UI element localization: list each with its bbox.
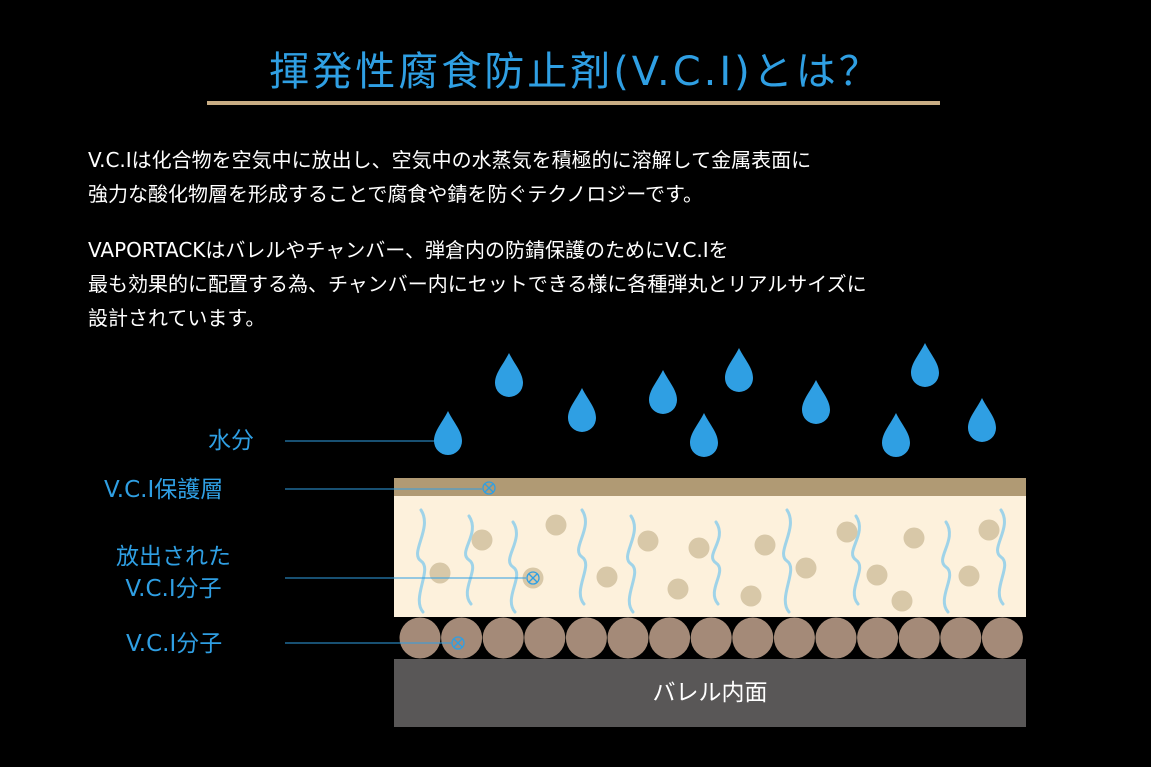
vci-molecule [607,617,649,659]
released-vci-molecule [471,529,493,551]
barrel-inner-surface [394,659,1026,727]
vapor-wave [464,514,475,606]
vapor-wave [851,514,862,606]
water-drop-icon [690,413,718,457]
vapor-wave [941,520,952,614]
paragraph-2-line-2: 最も効果的に配置する為、チャンバー内にセットできる様に各種弾丸とリアルサイズに [88,272,867,296]
description-paragraph-1: V.C.Iは化合物を空気中に放出し、空気中の水蒸気を積極的に溶解して金属表面に … [88,143,811,211]
released-vci-molecule [903,527,925,549]
released-vci-molecule [740,585,762,607]
released-vci-molecule [754,534,776,556]
vapor-wave [626,514,637,614]
released-vci-molecule [596,566,618,588]
vci-molecule [773,617,815,659]
water-drop-icon [495,353,523,397]
paragraph-2-line-3: 設計されています。 [88,306,266,330]
vci-molecule [690,617,732,659]
label-released-line-2: V.C.I分子 [125,576,222,602]
target-marker-molecule [451,636,465,650]
water-drop-icon [911,343,939,387]
vapor-wave [782,508,793,614]
released-vci-molecule [429,562,451,584]
vapor-wave [416,508,427,614]
paragraph-2-line-1: VAPORTACKはバレルやチャンバー、弾倉内の防錆保護のためにV.C.Iを [88,238,729,262]
released-vci-molecule [866,564,888,586]
label-water: 水分 [208,428,254,454]
target-marker-released [526,571,540,585]
water-drop-icon [725,348,753,392]
released-vci-molecule [545,514,567,536]
water-drop-icon [881,413,911,458]
vapor-waves [416,508,1007,614]
water-drops [434,343,996,458]
released-vci-molecule [958,565,980,587]
vci-molecule [940,617,982,659]
released-vci-molecule [795,557,817,579]
vci-molecule [524,617,566,659]
label-released-vci: 放出された V.C.I分子 [116,541,231,605]
vci-molecule [898,617,940,659]
vci-molecule [815,617,857,659]
released-vci-molecule [891,590,913,612]
paragraph-1-line-1: V.C.Iは化合物を空気中に放出し、空気中の水蒸気を積極的に溶解して金属表面に [88,148,812,172]
vci-molecule-row [399,617,1023,659]
title-underline [207,101,940,105]
label-released-line-1: 放出された [116,544,231,570]
label-vci-molecule: V.C.I分子 [126,631,223,657]
released-vci-molecule [688,537,710,559]
barrel-surface-label: バレル内面 [652,680,768,706]
water-drop-icon [968,398,996,442]
released-vci-molecule [667,578,689,600]
vapor-zone [394,496,1026,617]
vci-molecule [732,617,774,659]
vapor-wave [996,508,1007,606]
vci-protective-layer [394,478,1026,496]
released-vci-molecule [836,521,858,543]
vapor-wave [508,520,519,614]
vapor-wave [577,508,588,606]
label-vci-layer: V.C.I保護層 [104,477,224,503]
water-drop-icon [434,411,463,456]
water-drop-icon [568,388,596,432]
released-vci-molecule [637,530,659,552]
vci-molecule [565,617,607,659]
vci-molecule [399,617,441,659]
leader-lines [285,440,526,644]
vci-molecule [857,617,899,659]
description-paragraph-2: VAPORTACKはバレルやチャンバー、弾倉内の防錆保護のためにV.C.Iを 最… [88,233,867,335]
target-marker-layer [482,481,496,495]
target-markers [451,481,540,650]
page-title: 揮発性腐食防止剤(V.C.I)とは？ [269,49,882,95]
released-vci-molecule [978,519,1000,541]
water-drop-icon [649,370,677,414]
water-drop-icon [802,380,830,424]
vapor-wave [711,520,722,606]
paragraph-1-line-2: 強力な酸化物層を形成することで腐食や錆を防ぐテクノロジーです。 [88,182,703,206]
vci-molecule [649,617,691,659]
vci-molecule [981,617,1023,659]
vci-molecule [482,617,524,659]
released-vci-molecules [429,514,1000,612]
